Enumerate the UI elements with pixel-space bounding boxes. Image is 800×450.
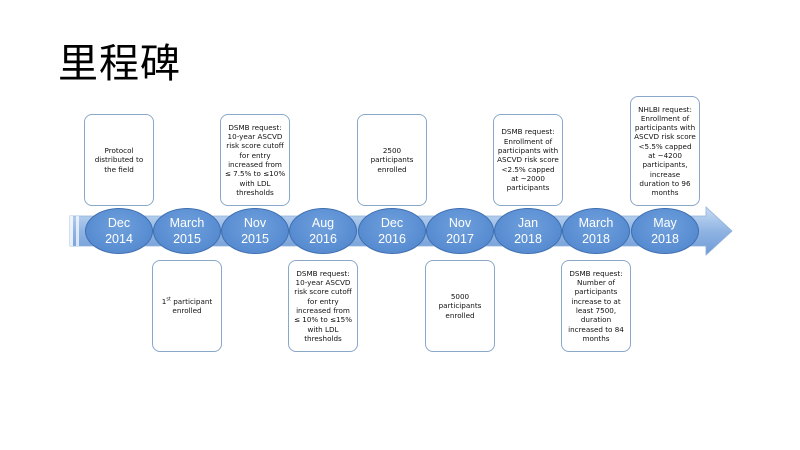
event-text: DSMB request: Number of participants inc… bbox=[568, 268, 624, 343]
event-text: 1st participant enrolled bbox=[161, 296, 213, 315]
milestone-event-box: Protocol distributed to the field bbox=[84, 114, 154, 206]
event-text: NHLBI request: Enrollment of participant… bbox=[634, 104, 696, 198]
node-month: Jan bbox=[517, 216, 539, 230]
page-title: 里程碑 bbox=[58, 41, 181, 87]
milestone-node: March 2018 bbox=[562, 208, 630, 254]
milestone-node: May 2018 bbox=[631, 208, 699, 254]
arrow-tail-stripes bbox=[70, 216, 79, 246]
milestone-event-box: DSMB request: 10-year ASCVD risk score c… bbox=[288, 260, 358, 352]
node-month: Dec bbox=[107, 216, 131, 230]
milestone-event-box: 1st participant enrolled bbox=[152, 260, 222, 352]
node-month: May bbox=[653, 216, 677, 230]
milestone-event-box: 2500 participants enrolled bbox=[357, 114, 427, 206]
event-text: 2500 participants enrolled bbox=[370, 146, 414, 174]
node-year: 2017 bbox=[446, 232, 474, 246]
node-year: 2016 bbox=[378, 232, 406, 246]
milestone-node: March 2015 bbox=[153, 208, 221, 254]
milestone-event-box: DSMB request: Enrollment of participants… bbox=[493, 114, 563, 206]
milestone-node: Dec 2014 bbox=[85, 208, 153, 254]
milestone-node: Nov 2015 bbox=[221, 208, 289, 254]
milestone-node: Jan 2018 bbox=[494, 208, 562, 254]
milestone-node: Nov 2017 bbox=[426, 208, 494, 254]
node-month: Dec bbox=[380, 216, 404, 230]
node-month: March bbox=[578, 216, 614, 230]
milestone-event-box: 5000 participants enrolled bbox=[425, 260, 495, 352]
node-year: 2016 bbox=[309, 232, 337, 246]
milestone-node: Aug 2016 bbox=[289, 208, 357, 254]
node-year: 2018 bbox=[514, 232, 542, 246]
event-text: Protocol distributed to the field bbox=[94, 146, 144, 174]
milestone-event-box: NHLBI request: Enrollment of participant… bbox=[630, 96, 700, 206]
event-text: DSMB request: 10-year ASCVD risk score c… bbox=[224, 122, 286, 197]
milestone-node: Dec 2016 bbox=[358, 208, 426, 254]
node-year: 2018 bbox=[651, 232, 679, 246]
node-year: 2015 bbox=[241, 232, 269, 246]
node-month: Nov bbox=[243, 216, 267, 230]
event-text: DSMB request: Enrollment of participants… bbox=[497, 127, 559, 193]
event-text: 5000 participants enrolled bbox=[438, 292, 482, 320]
node-year: 2014 bbox=[105, 232, 133, 246]
milestone-event-box: DSMB request: Number of participants inc… bbox=[561, 260, 631, 352]
node-month: March bbox=[169, 216, 205, 230]
node-year: 2015 bbox=[173, 232, 201, 246]
node-year: 2018 bbox=[582, 232, 610, 246]
node-month: Aug bbox=[311, 216, 335, 230]
milestone-event-box: DSMB request: 10-year ASCVD risk score c… bbox=[220, 114, 290, 206]
event-text: DSMB request: 10-year ASCVD risk score c… bbox=[293, 268, 353, 343]
node-month: Nov bbox=[448, 216, 472, 230]
